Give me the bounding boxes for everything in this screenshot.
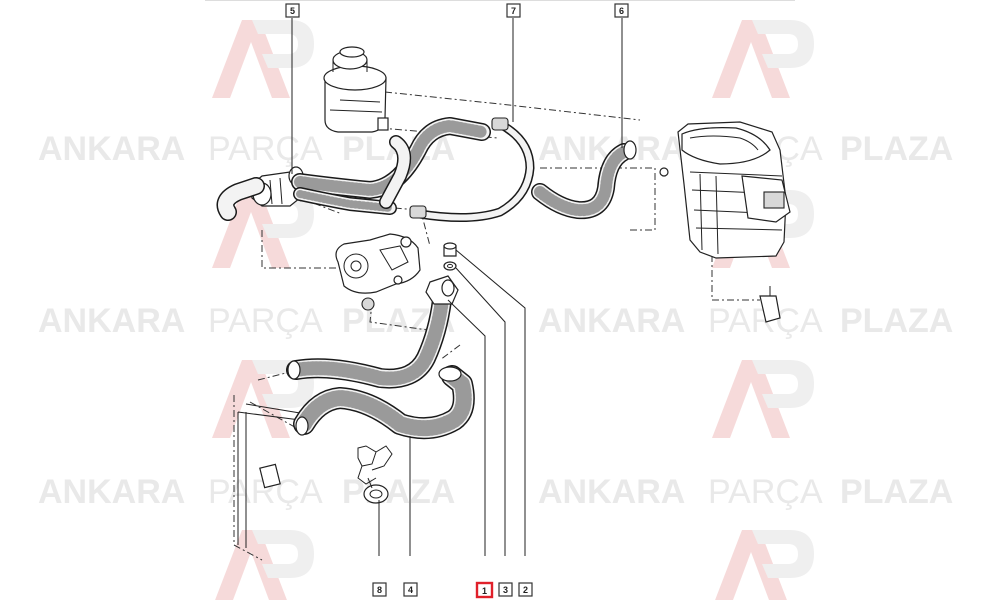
frame-rail — [237, 403, 307, 548]
ap-logo-watermark — [212, 20, 814, 600]
bleed-screw-and-washer — [443, 242, 457, 271]
wm-ankara: ANKARA — [538, 473, 685, 511]
wm-parca: PARÇA — [208, 130, 323, 168]
wm-plaza: PLAZA — [840, 473, 953, 511]
coolant-expansion-tank — [323, 46, 389, 133]
wm-ankara: ANKARA — [538, 302, 685, 340]
wm-ankara: ANKARA — [38, 130, 185, 168]
callout-2: 2 — [518, 582, 533, 597]
wm-plaza: PLAZA — [840, 302, 953, 340]
callout-5-label: 5 — [290, 6, 295, 16]
hose-clamp-bracket — [357, 445, 393, 504]
wm-plaza: PLAZA — [342, 473, 455, 511]
callout-1-label: 1 — [482, 586, 487, 596]
callout-8-label: 8 — [377, 585, 382, 595]
callout-6: 6 — [614, 3, 629, 18]
callout-3: 3 — [498, 582, 513, 597]
callout-1: 1 — [475, 581, 494, 599]
hose-5 — [216, 117, 491, 221]
heater-core-unit — [659, 121, 791, 323]
callout-4: 4 — [403, 582, 418, 597]
leader-lines — [291, 18, 623, 556]
callout-6-label: 6 — [619, 6, 624, 16]
wm-plaza: PLAZA — [840, 130, 953, 168]
callout-5: 5 — [285, 3, 300, 18]
thermostat-housing — [335, 233, 421, 311]
wm-parca: PARÇA — [208, 302, 323, 340]
watermark-text-row-2: ANKARA PARÇA PLAZA ANKARA PARÇA PLAZA — [38, 302, 953, 340]
callout-8: 8 — [372, 582, 387, 597]
callout-4-label: 4 — [408, 585, 413, 595]
callout-2-label: 2 — [523, 585, 528, 595]
hose-6 — [531, 140, 637, 220]
callout-7: 7 — [506, 3, 521, 18]
hose-7 — [409, 117, 535, 223]
wm-ankara: ANKARA — [38, 302, 185, 340]
wm-ankara: ANKARA — [38, 473, 185, 511]
wm-parca: PARÇA — [708, 473, 823, 511]
hoses — [216, 117, 637, 440]
callout-3-label: 3 — [503, 585, 508, 595]
hose-4 — [293, 365, 475, 440]
callout-7-label: 7 — [511, 6, 516, 16]
callout-labels: 5 7 6 8 4 1 3 — [285, 3, 629, 599]
